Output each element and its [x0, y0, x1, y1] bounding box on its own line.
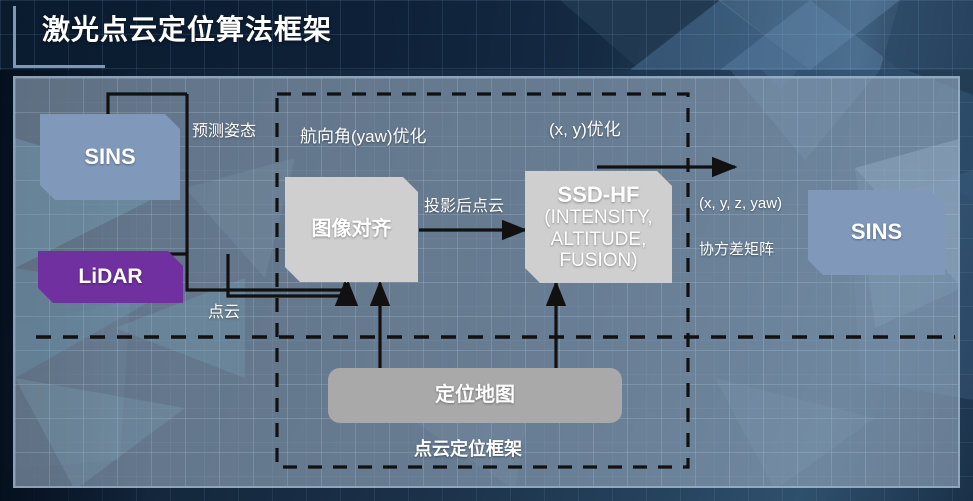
- node-sins-left[interactable]: SINS: [40, 114, 180, 200]
- label-yaw-optimization: 航向角(yaw)优化: [300, 127, 427, 146]
- label-output-state: (x, y, z, yaw): [699, 195, 783, 212]
- node-image-align-label: 图像对齐: [311, 218, 392, 241]
- node-sins-right-label: SINS: [850, 219, 903, 245]
- slide-header: 激光点云定位算法框架: [0, 0, 973, 70]
- node-sins-right[interactable]: SINS: [808, 190, 945, 275]
- node-lidar[interactable]: LiDAR: [38, 251, 183, 303]
- node-sins-left-label: SINS: [84, 143, 136, 169]
- label-projected-point-cloud: 投影后点云: [424, 198, 505, 215]
- node-localization-map-label: 定位地图: [435, 384, 515, 407]
- header-triangle-pattern: [560, 0, 973, 70]
- label-point-cloud: 点云: [208, 304, 241, 321]
- node-ssd-hf-sub-line3: FUSION): [559, 249, 638, 271]
- node-localization-map[interactable]: 定位地图: [328, 368, 622, 423]
- node-ssd-hf[interactable]: SSD-HF (INTENSITY, ALTITUDE, FUSION): [525, 171, 672, 283]
- label-xy-optimization: (x, y)优化: [549, 120, 621, 139]
- title-corner-accent: [13, 6, 105, 68]
- header-grid: [0, 0, 973, 70]
- page-title: 激光点云定位算法框架: [42, 14, 333, 45]
- node-ssd-hf-sub-line2: ALTITUDE,: [550, 228, 647, 250]
- node-ssd-hf-title: SSD-HF: [557, 181, 640, 207]
- node-ssd-hf-sub-line1: (INTENSITY,: [544, 207, 653, 229]
- label-framework-caption: 点云定位框架: [414, 439, 522, 459]
- node-image-align[interactable]: 图像对齐: [285, 177, 418, 282]
- label-covariance-matrix: 协方差矩阵: [699, 241, 775, 258]
- node-lidar-label: LiDAR: [78, 265, 143, 289]
- label-predicted-pose: 预测姿态: [192, 123, 257, 140]
- header-background: [0, 0, 973, 70]
